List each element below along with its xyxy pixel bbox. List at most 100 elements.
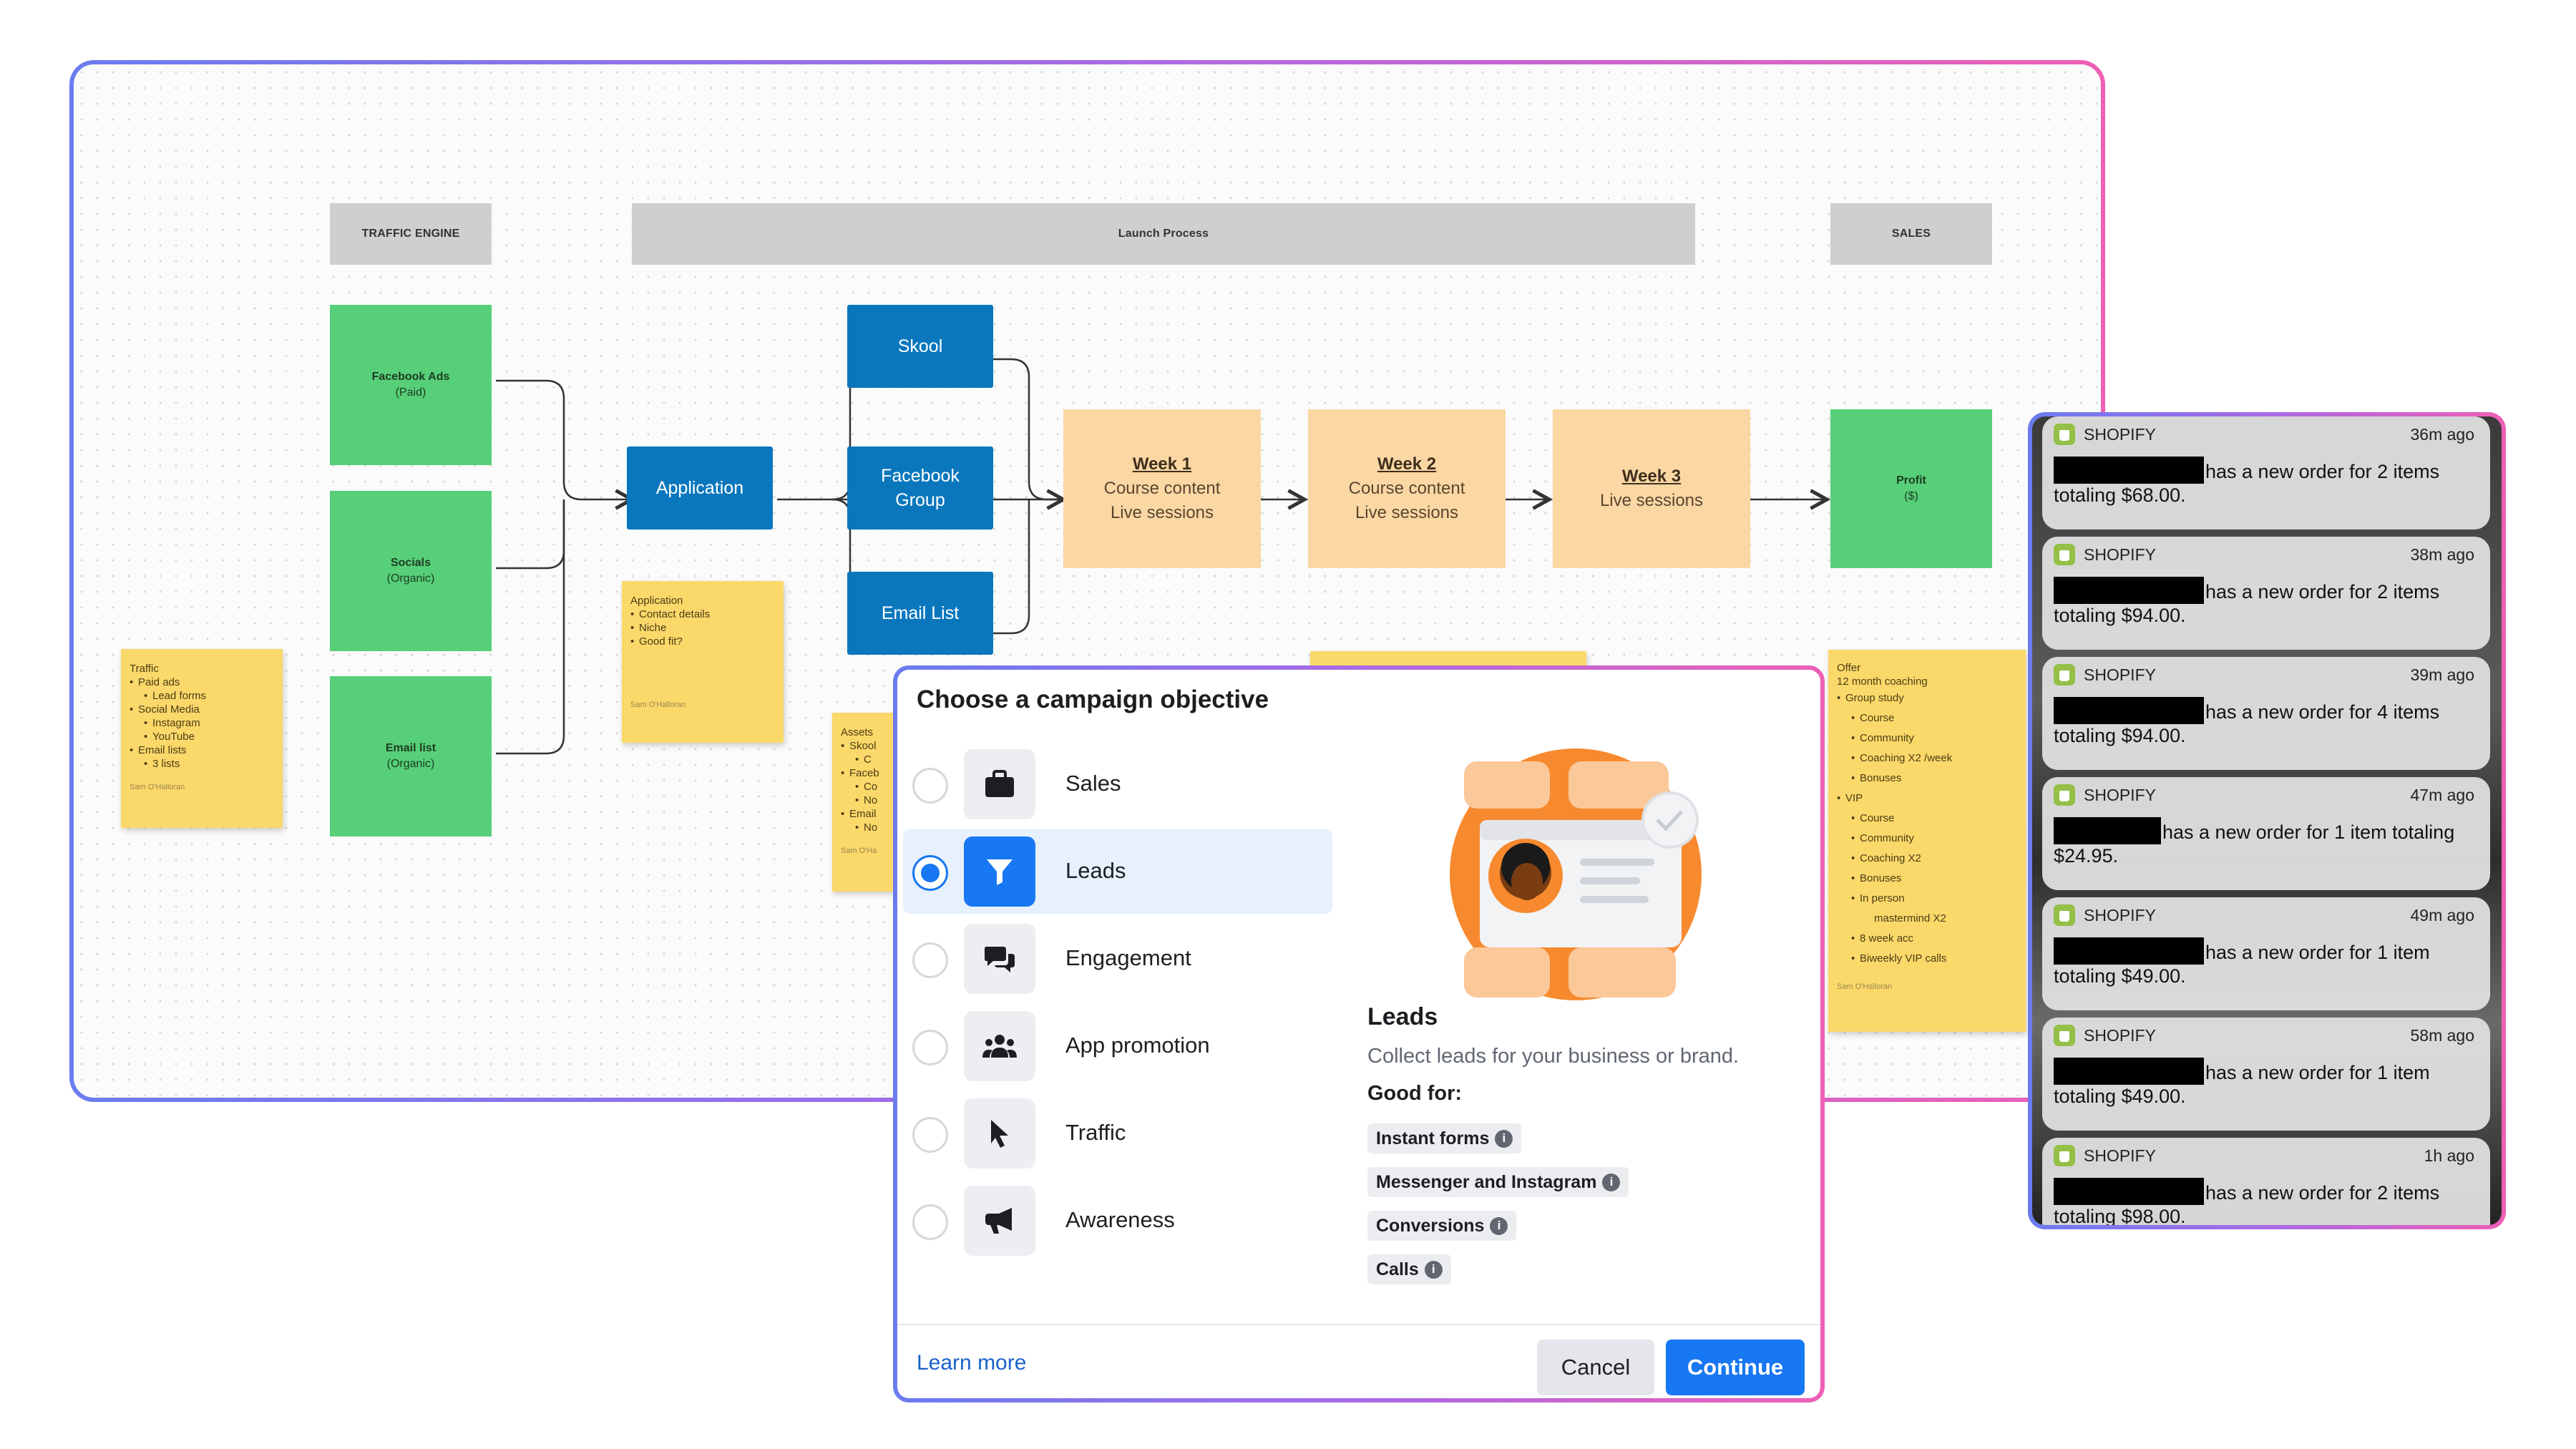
redacted-store-name — [2054, 457, 2204, 484]
notification-card[interactable]: SHOPIFY 36m ago has a new order for 2 it… — [2042, 416, 2490, 530]
notification-app: SHOPIFY — [2054, 904, 2156, 926]
dialog-title: Choose a campaign objective — [917, 686, 1269, 714]
source-sub: (Organic) — [387, 571, 435, 587]
source-email-list[interactable]: Email list (Organic) — [330, 676, 492, 836]
note-subtitle: 12 month coaching — [1837, 675, 2017, 688]
node-week-2[interactable]: Week 2 Course content Live sessions — [1308, 409, 1506, 568]
app-name: SHOPIFY — [2084, 786, 2156, 805]
source-socials[interactable]: Socials (Organic) — [330, 491, 492, 651]
objective-option-traffic[interactable]: Traffic — [903, 1091, 1332, 1176]
note-item: Course — [1837, 809, 2017, 829]
shopify-icon — [2054, 1025, 2075, 1046]
source-title: Email list — [386, 741, 436, 756]
note-title: Application — [630, 594, 775, 608]
tag-instant-forms: Instant forms i — [1367, 1123, 1521, 1153]
notification-card[interactable]: SHOPIFY 39m ago has a new order for 4 it… — [2042, 657, 2490, 770]
node-profit[interactable]: Profit ($) — [1830, 409, 1992, 568]
info-icon[interactable]: i — [1490, 1217, 1508, 1235]
note-item: Social Media — [130, 703, 274, 716]
node-facebook-group[interactable]: Facebook Group — [847, 447, 993, 530]
tag-label: Calls — [1376, 1259, 1419, 1280]
source-sub: (Organic) — [387, 756, 435, 772]
notification-card[interactable]: SHOPIFY 49m ago has a new order for 1 it… — [2042, 897, 2490, 1010]
objective-option-sales[interactable]: Sales — [903, 742, 1332, 826]
note-item: Group study — [1837, 688, 2017, 708]
note-item: 3 lists — [130, 757, 274, 771]
notification-message: has a new order for 4 items totaling $94… — [2054, 697, 2483, 747]
radio-button[interactable] — [912, 768, 948, 804]
note-item: Course — [1837, 708, 2017, 728]
node-application[interactable]: Application — [627, 447, 773, 530]
source-title: Facebook Ads — [372, 369, 450, 385]
note-item: Niche — [630, 621, 775, 635]
notification-time: 58m ago — [2410, 1026, 2474, 1045]
campaign-objective-dialog: Choose a campaign objective Sales Leads … — [897, 670, 1820, 1398]
continue-button[interactable]: Continue — [1666, 1340, 1805, 1395]
sticky-note-application[interactable]: Application Contact details Niche Good f… — [622, 581, 784, 743]
notification-app: SHOPIFY — [2054, 424, 2156, 445]
notification-app: SHOPIFY — [2054, 784, 2156, 806]
shopify-icon — [2054, 424, 2075, 445]
node-label-line2: Group — [895, 488, 945, 512]
notification-time: 38m ago — [2410, 545, 2474, 565]
info-icon[interactable]: i — [1602, 1174, 1620, 1191]
notification-time: 47m ago — [2410, 786, 2474, 805]
notification-app: SHOPIFY — [2054, 1025, 2156, 1046]
notification-message: has a new order for 1 item totaling $49.… — [2054, 1058, 2483, 1108]
notification-message: has a new order for 1 item totaling $24.… — [2054, 817, 2483, 867]
option-label: Traffic — [1065, 1120, 1126, 1146]
notification-card[interactable]: SHOPIFY 47m ago has a new order for 1 it… — [2042, 777, 2490, 890]
app-name: SHOPIFY — [2084, 425, 2156, 444]
objective-option-leads[interactable]: Leads — [903, 829, 1332, 914]
option-label: App promotion — [1065, 1033, 1210, 1058]
notification-time: 1h ago — [2424, 1146, 2474, 1166]
note-list: Paid ads Lead forms Social Media Instagr… — [130, 675, 274, 771]
objective-option-engagement[interactable]: Engagement — [903, 917, 1332, 1001]
learn-more-link[interactable]: Learn more — [917, 1351, 1026, 1375]
note-list: Contact details Niche Good fit? — [630, 608, 775, 648]
sticky-note-offer[interactable]: Offer 12 month coaching Group study Cour… — [1828, 650, 2026, 1032]
notification-card[interactable]: SHOPIFY 1h ago has a new order for 2 ite… — [2042, 1138, 2490, 1225]
objective-option-app-promotion[interactable]: App promotion — [903, 1004, 1332, 1088]
redacted-store-name — [2054, 697, 2204, 724]
note-item: Bonuses — [1837, 869, 2017, 889]
note-item: Community — [1837, 728, 2017, 748]
cancel-button[interactable]: Cancel — [1537, 1340, 1654, 1395]
app-name: SHOPIFY — [2084, 1026, 2156, 1045]
node-week-1[interactable]: Week 1 Course content Live sessions — [1063, 409, 1261, 568]
notification-time: 36m ago — [2410, 425, 2474, 444]
redacted-store-name — [2054, 1058, 2204, 1085]
notification-card[interactable]: SHOPIFY 58m ago has a new order for 1 it… — [2042, 1018, 2490, 1131]
note-list: Group study Course Community Coaching X2… — [1837, 688, 2017, 969]
radio-button[interactable] — [912, 942, 948, 978]
objective-option-awareness[interactable]: Awareness — [903, 1179, 1332, 1263]
redacted-store-name — [2054, 937, 2204, 965]
radio-button[interactable] — [912, 1030, 948, 1065]
tag-calls: Calls i — [1367, 1254, 1451, 1284]
redacted-store-name — [2054, 817, 2161, 844]
tag-label: Conversions — [1376, 1216, 1484, 1236]
notification-time: 39m ago — [2410, 665, 2474, 685]
app-name: SHOPIFY — [2084, 1146, 2156, 1166]
week-title: Week 2 — [1377, 452, 1436, 477]
radio-button-selected[interactable] — [912, 855, 948, 891]
cursor-icon — [964, 1098, 1035, 1169]
info-icon[interactable]: i — [1495, 1130, 1513, 1148]
app-name: SHOPIFY — [2084, 665, 2156, 685]
node-week-3[interactable]: Week 3 Live sessions — [1553, 409, 1750, 568]
notification-app: SHOPIFY — [2054, 544, 2156, 565]
week-title: Week 1 — [1133, 452, 1191, 477]
tag-conversions: Conversions i — [1367, 1211, 1516, 1241]
note-signature: Sam O'Halloran — [630, 698, 775, 712]
info-icon[interactable]: i — [1425, 1261, 1443, 1279]
node-skool[interactable]: Skool — [847, 305, 993, 388]
radio-button[interactable] — [912, 1117, 948, 1153]
radio-button[interactable] — [912, 1204, 948, 1240]
source-facebook-ads[interactable]: Facebook Ads (Paid) — [330, 305, 492, 465]
node-email-list[interactable]: Email List — [847, 572, 993, 655]
redacted-store-name — [2054, 1178, 2204, 1205]
shopify-icon — [2054, 664, 2075, 686]
sticky-note-traffic[interactable]: Traffic Paid ads Lead forms Social Media… — [121, 649, 283, 828]
notification-card[interactable]: SHOPIFY 38m ago has a new order for 2 it… — [2042, 537, 2490, 650]
note-item: Paid ads — [130, 675, 274, 689]
